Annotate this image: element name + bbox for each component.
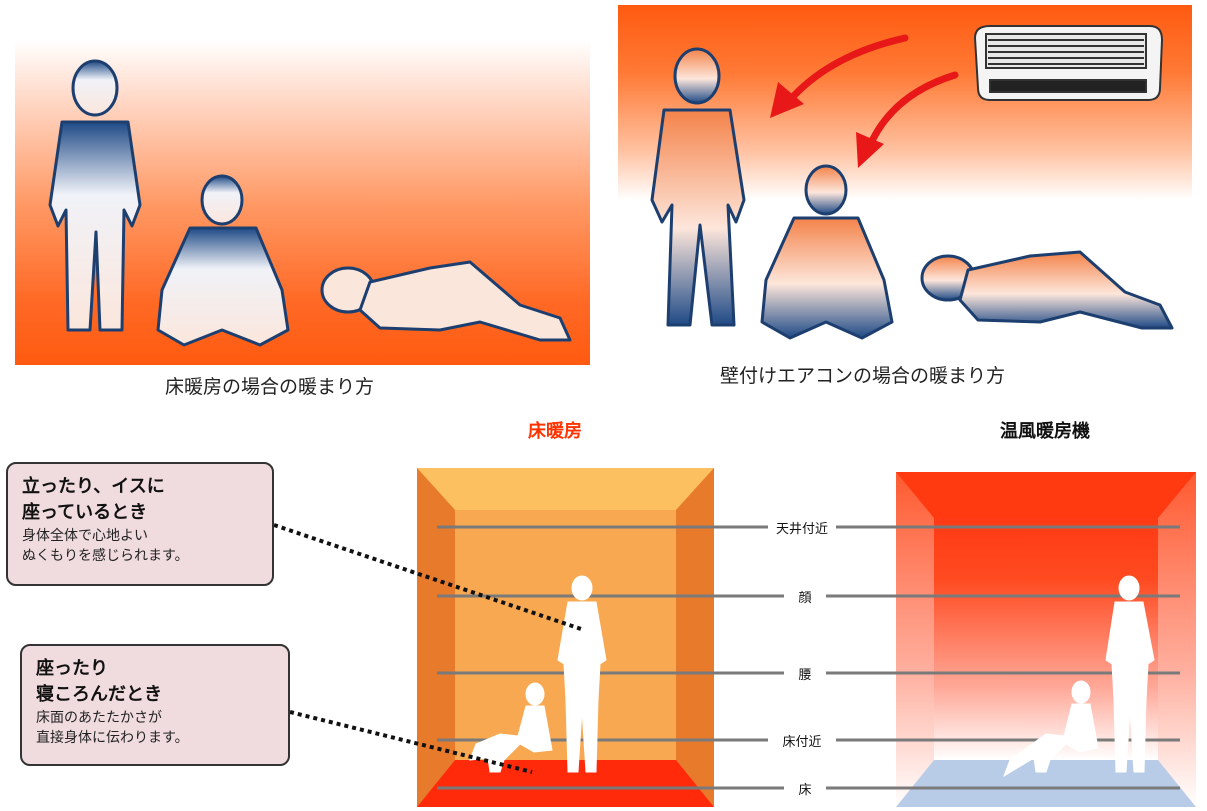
callout-standing-body2: ぬくもりを感じられます。 xyxy=(22,548,189,564)
lying-person-ac xyxy=(920,250,1174,330)
air-conditioner-icon xyxy=(973,25,1164,101)
callout-standing-title2: 座っているとき xyxy=(22,502,148,523)
callout-sitting: 座ったり 寝ころんだとき 床面のあたたかさが 直接身体に伝わります。 xyxy=(20,644,290,766)
standing-person-ac xyxy=(650,47,746,327)
ac-heating-caption: 壁付けエアコンの場合の暖まり方 xyxy=(720,365,1006,387)
level-label-near-floor: 床付近 xyxy=(782,735,822,750)
callout-sitting-title1: 座ったり xyxy=(36,658,108,679)
floor-heating-heading: 床暖房 xyxy=(528,421,582,442)
callout-sitting-title2: 寝ころんだとき xyxy=(36,684,162,705)
sitting-person-ac xyxy=(760,164,894,340)
callout-standing-body1: 身体全体で心地よい xyxy=(22,528,148,544)
callout-standing: 立ったり、イスに 座っているとき 身体全体で心地よい ぬくもりを感じられます。 xyxy=(6,462,274,586)
callout-standing-title1: 立ったり、イスに xyxy=(22,476,165,497)
floor-heating-caption: 床暖房の場合の暖まり方 xyxy=(165,376,375,398)
callout-sitting-body1: 床面のあたたかさが xyxy=(36,710,162,726)
standing-person-floor xyxy=(48,59,142,332)
level-label-face: 顔 xyxy=(798,591,812,606)
level-label-waist: 腰 xyxy=(798,668,812,683)
sitting-person-floor xyxy=(156,174,290,347)
callout-sitting-body2: 直接身体に伝わります。 xyxy=(36,730,189,746)
room-silhouettes xyxy=(469,575,1155,778)
lying-person-floor xyxy=(320,260,572,342)
level-label-floor: 床 xyxy=(798,783,812,798)
airflow-arrow-icon xyxy=(786,34,959,154)
arrowhead-icon xyxy=(770,82,884,168)
level-label-ceiling: 天井付近 xyxy=(775,522,828,537)
hot-air-heater-heading: 温風暖房機 xyxy=(1000,421,1090,442)
leader-lines xyxy=(273,523,585,774)
